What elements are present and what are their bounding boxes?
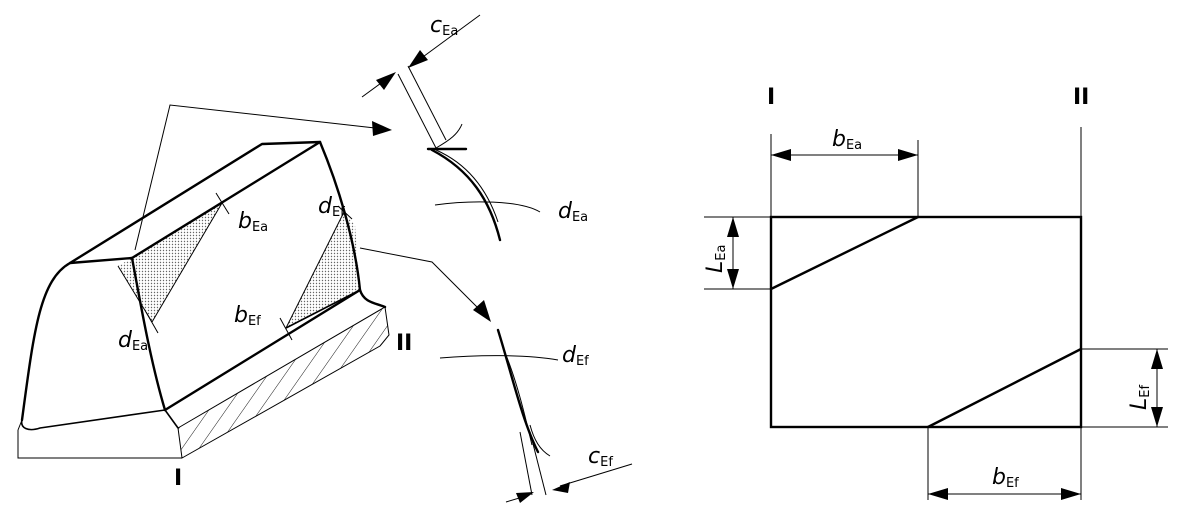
label-d-ef-left: dEf [318,194,345,220]
section-i-right: I [767,85,775,110]
section-i-left: I [174,466,182,491]
label-b-ea-right: bEa [832,127,862,153]
flank-rectangle [769,215,1083,429]
detail-root-relief [439,328,633,503]
label-l-ea: LEa [703,245,729,273]
label-l-ef: LEf [1127,385,1153,410]
label-d-ea-detail: dEa [558,199,588,225]
developed-flank-view [704,127,1168,500]
section-ii-left: II [396,331,412,356]
section-ii-right: II [1073,85,1089,110]
detail-tip-relief [361,14,541,242]
label-d-ea-left: dEa [118,328,148,354]
label-b-ef-right: bEf [992,465,1019,491]
label-c-ef: cEf [588,444,613,470]
gear-tooth-3d [17,140,390,459]
hatched-section [177,306,390,459]
label-b-ef-left: bEf [234,303,261,329]
tooth-outline [20,140,387,422]
label-d-ef-detail: dEf [562,343,589,369]
label-c-ea: cEa [430,13,458,39]
relief-area-tip [118,203,222,322]
leader-lines [134,104,491,322]
label-b-ea-left: bEa [238,209,268,235]
